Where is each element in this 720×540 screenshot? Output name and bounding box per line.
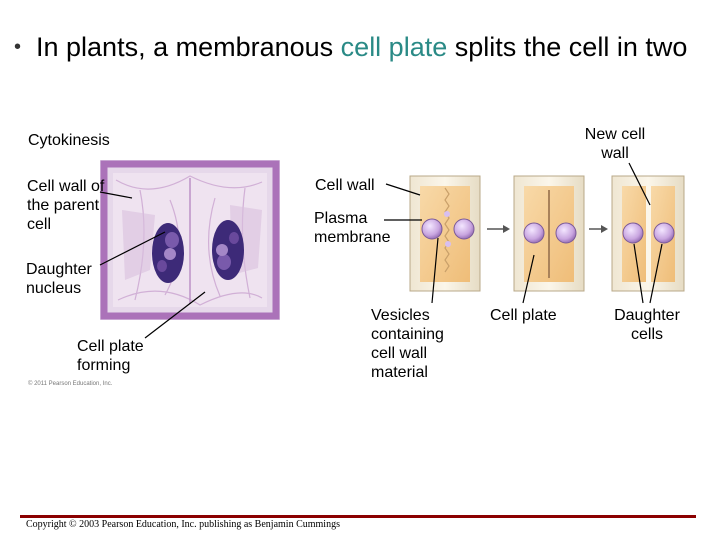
slide-title: • In plants, a membranous cell plate spl… (14, 30, 694, 64)
micrograph-credit: © 2011 Pearson Education, Inc. (28, 381, 113, 387)
footer-rule (20, 515, 696, 518)
micrograph-image (100, 160, 280, 320)
label-vesicles: Vesicles containing cell wall material (371, 307, 444, 381)
arrow-icon (487, 225, 510, 233)
label-cell-plate-forming: Cell plate forming (77, 338, 144, 374)
cell-drawing-vesicles (409, 175, 481, 292)
label-new-cell-wall: New cell wall (584, 126, 646, 162)
cell-drawing-daughter-cells (611, 175, 685, 292)
label-daughter-nucleus: Daughter nucleus (26, 261, 92, 297)
label-cell-plate: Cell plate (490, 307, 557, 324)
label-cell-wall: Cell wall (315, 177, 375, 194)
bullet-icon: • (14, 36, 22, 58)
label-cell-wall-parent: Cell wall of the parent cell (27, 178, 105, 233)
title-highlight: cell plate (340, 32, 448, 62)
copyright-text: Copyright © 2003 Pearson Education, Inc.… (26, 519, 340, 530)
label-plasma-membrane: Plasma membrane (314, 210, 391, 246)
title-text: In plants, a membranous cell plate split… (36, 32, 688, 62)
leader-lines (99, 162, 663, 339)
label-cytokinesis: Cytokinesis (28, 132, 110, 149)
label-daughter-cells: Daughter cells (614, 307, 680, 343)
arrow-icon (589, 225, 608, 233)
cell-drawing-cell-plate (513, 175, 585, 292)
